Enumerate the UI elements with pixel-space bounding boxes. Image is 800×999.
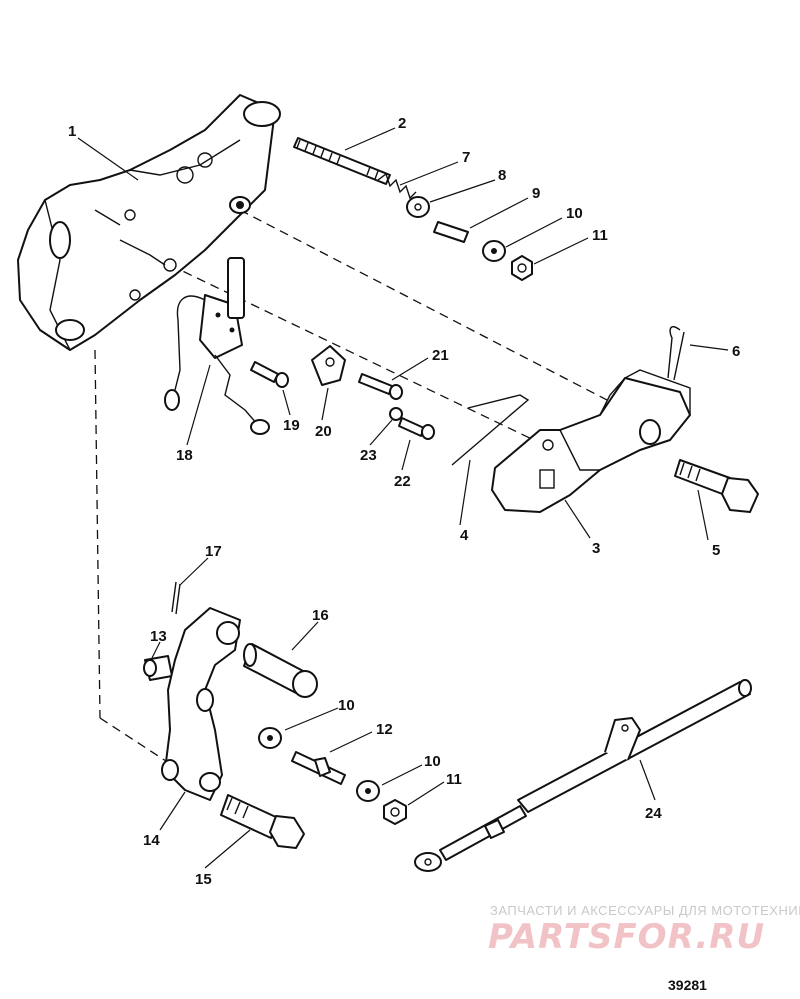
- callout-13: 13: [150, 628, 167, 645]
- part-17-pin: [171, 581, 181, 615]
- leader-lines: [77, 127, 729, 869]
- callout-4: 4: [460, 527, 469, 544]
- watermark: ЗАПЧАСТИ И АКСЕССУАРЫ ДЛЯ МОТОТЕХНИКИ PA…: [488, 903, 800, 957]
- callout-11-top: 11: [592, 227, 608, 244]
- part-3-arm-bracket: [491, 369, 691, 513]
- watermark-brand: PARTSFOR.RU: [488, 917, 765, 957]
- part-24-rod: [414, 679, 752, 872]
- callout-14: 14: [143, 832, 160, 849]
- callout-10-lower-right: 10: [424, 753, 441, 770]
- callout-2: 2: [398, 115, 406, 132]
- dashed-assembly-lines: [94, 209, 666, 766]
- callout-10-lower: 10: [338, 697, 355, 714]
- callout-11-lower: 11: [446, 771, 462, 788]
- part-8-washer: [406, 196, 430, 218]
- part-5-bolt: [674, 459, 759, 513]
- callout-18: 18: [176, 447, 193, 464]
- part-19-screw: [250, 361, 289, 388]
- callout-9: 9: [532, 185, 540, 202]
- part-16-pin: [243, 643, 318, 698]
- part-7-spring: [377, 172, 417, 200]
- callout-1: 1: [68, 123, 76, 140]
- part-21-screw: [358, 373, 403, 400]
- part-6-cotter-pin: [667, 326, 685, 381]
- part-13-pin: [143, 655, 173, 681]
- callout-19: 19: [283, 417, 300, 434]
- callout-22: 22: [394, 473, 411, 490]
- callout-21: 21: [432, 347, 449, 364]
- callout-15: 15: [195, 871, 212, 888]
- part-15-bolt: [220, 794, 305, 849]
- callout-labels: 1 2 3 4 5 6 7 8 9 10 11 12 13 14 15 16 1…: [68, 115, 740, 888]
- figure-number: 39281: [668, 977, 707, 993]
- callout-3: 3: [592, 540, 600, 557]
- callout-12: 12: [376, 721, 393, 738]
- callout-20: 20: [315, 423, 332, 440]
- part-11-nut: [511, 255, 533, 281]
- callout-8: 8: [498, 167, 506, 184]
- callout-16: 16: [312, 607, 329, 624]
- part-9-sleeve: [433, 221, 469, 243]
- part-14-lever: [161, 607, 241, 801]
- part-12-stud: [291, 751, 346, 785]
- callout-5: 5: [712, 542, 720, 559]
- part-22-screw: [398, 417, 435, 440]
- callout-23: 23: [360, 447, 377, 464]
- part-18-switch-assembly: [164, 257, 270, 435]
- watermark-tagline: ЗАПЧАСТИ И АКСЕССУАРЫ ДЛЯ МОТОТЕХНИКИ: [490, 903, 800, 918]
- callout-17: 17: [205, 543, 222, 560]
- part-1-main-bracket: [17, 94, 281, 351]
- callout-6: 6: [732, 343, 740, 360]
- part-2-stud: [293, 137, 391, 185]
- part-11-nut-lower: [383, 799, 407, 825]
- part-20-clip: [311, 345, 346, 386]
- callout-7: 7: [462, 149, 470, 166]
- callout-24: 24: [645, 805, 662, 822]
- callout-10-top: 10: [566, 205, 583, 222]
- part-23-lockwasher: [389, 407, 403, 421]
- part-4-spring-wire: [451, 394, 530, 466]
